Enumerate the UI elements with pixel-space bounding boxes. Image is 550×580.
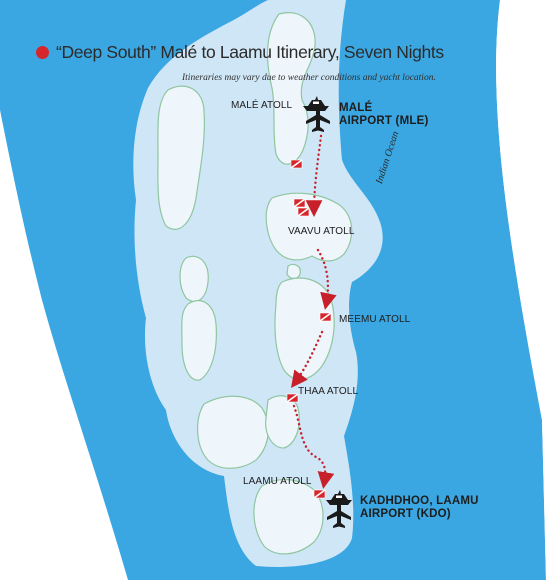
- route-segment-vaavu-meemu: [316, 248, 337, 310]
- laamu-atoll: [253, 479, 324, 555]
- atoll-islands: [157, 12, 353, 555]
- nilandhe-atoll: [197, 395, 269, 469]
- atoll-label-thaa: THAA ATOLL: [298, 386, 359, 397]
- mulaku-atoll: [181, 300, 217, 381]
- small-reef-islet: [286, 263, 301, 280]
- dive-flag-icon: [290, 159, 303, 169]
- felidhu-west-atoll: [179, 255, 209, 303]
- dive-flag-icon: [313, 489, 326, 499]
- dive-flag-icon: [286, 393, 299, 403]
- map-title-text: “Deep South” Malé to Laamu Itinerary, Se…: [56, 42, 444, 62]
- route-segment-thaa-laamu: [292, 404, 335, 489]
- airplane-icon: [327, 502, 351, 528]
- airport-label-kadhdhoo: KADHDHOO, LAAMU AIRPORT (KDO): [360, 495, 479, 521]
- dive-flag-icon: [297, 207, 310, 217]
- dive-flag-icon: [319, 312, 332, 322]
- title-bullet-dot: [36, 46, 49, 59]
- ari-atoll: [157, 85, 205, 230]
- atoll-label-male: MALÉ ATOLL: [231, 100, 293, 111]
- atoll-label-meemu: MEEMU ATOLL: [339, 314, 411, 325]
- route-segment-male-vaavu: [305, 134, 323, 218]
- airport-code: AIRPORT (KDO): [360, 508, 451, 520]
- dive-flag-icon: [293, 198, 306, 208]
- land-area-right: [496, 0, 550, 580]
- airport-name: MALÉ: [339, 102, 373, 114]
- itinerary-route: [290, 134, 337, 489]
- dive-flags: [286, 159, 332, 499]
- atoll-label-vaavu: VAAVU ATOLL: [288, 226, 355, 237]
- atoll-label-laamu: LAAMU ATOLL: [243, 476, 312, 487]
- map-title: “Deep South” Malé to Laamu Itinerary, Se…: [36, 42, 444, 63]
- vaavu-atoll: [265, 192, 353, 262]
- route-segment-meemu-thaa: [290, 330, 324, 389]
- thaa-atoll: [265, 395, 300, 449]
- airport-label-male: MALÉ AIRPORT (MLE): [339, 102, 428, 128]
- airport-name: KADHDHOO, LAAMU: [360, 495, 479, 507]
- map-subtitle: Itineraries may vary due to weather cond…: [182, 73, 436, 83]
- airplane-icon: [306, 106, 330, 132]
- airport-code: AIRPORT (MLE): [339, 115, 429, 127]
- north-male-atoll: [266, 12, 316, 165]
